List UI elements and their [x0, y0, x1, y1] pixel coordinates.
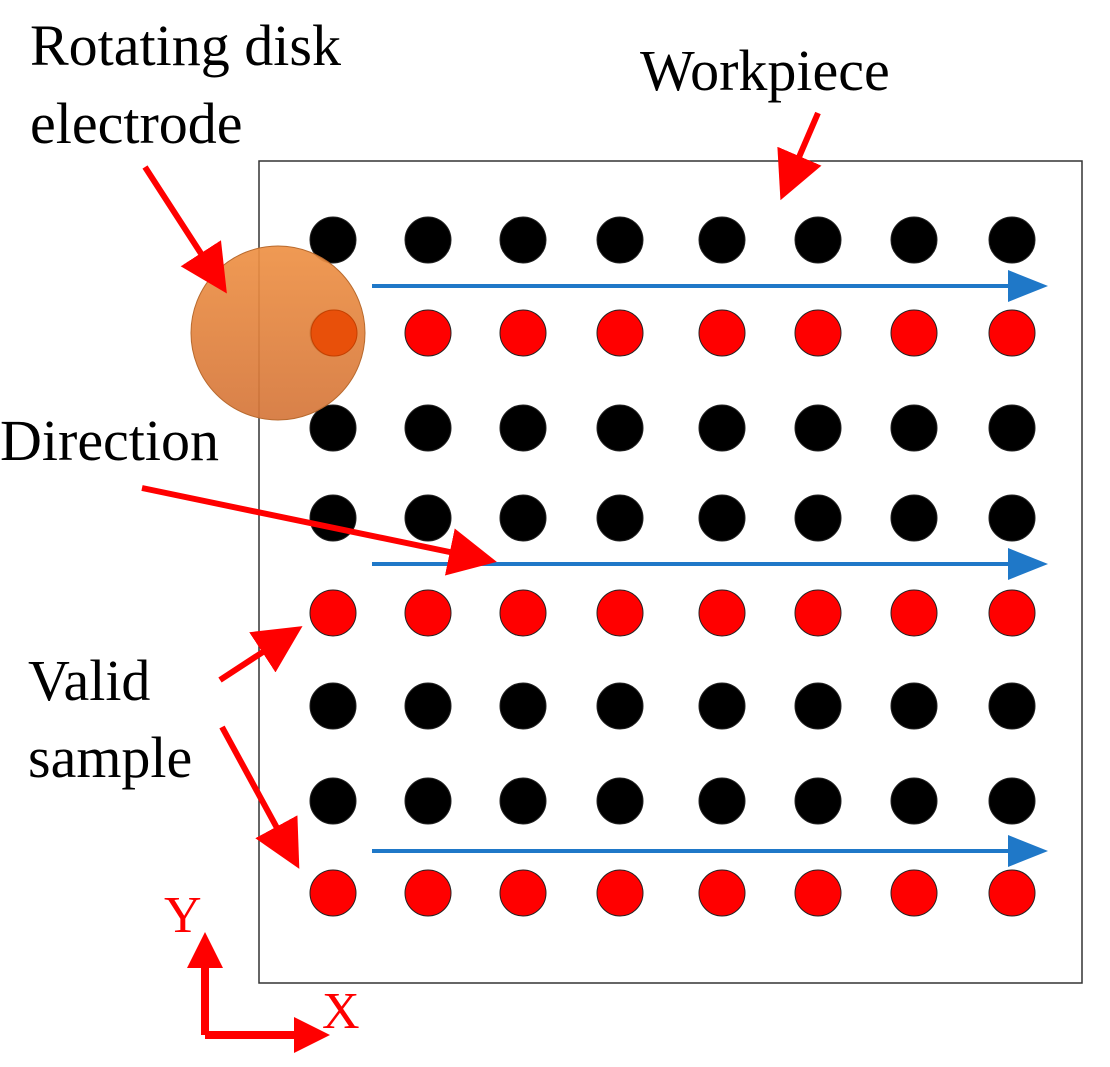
valid-sample-point-r2-c8 — [988, 309, 1036, 357]
sample-point-r4-c7 — [890, 494, 938, 542]
y-axis-arrowhead — [187, 932, 223, 968]
valid-sample-pointer-arrow-upper — [218, 626, 303, 683]
sample-point-r4-c8 — [988, 494, 1036, 542]
valid-sample-point-r8-c5 — [698, 869, 746, 917]
sample-point-r6-c6 — [794, 682, 842, 730]
valid-sample-point-r8-c8 — [988, 869, 1036, 917]
valid-sample-point-r5-c4 — [596, 589, 644, 637]
sample-point-r3-c3 — [499, 404, 547, 452]
valid-sample-point-r8-c3 — [499, 869, 547, 917]
valid-sample-point-r2-c5 — [698, 309, 746, 357]
electrode-contact-sample — [310, 309, 358, 357]
valid-sample-point-r8-c1 — [309, 869, 357, 917]
x-axis-arrowhead — [294, 1017, 330, 1053]
sample-point-r1-c1 — [309, 216, 357, 264]
sample-point-r7-c5 — [698, 777, 746, 825]
sample-point-r7-c7 — [890, 777, 938, 825]
valid-sample-point-r5-c6 — [794, 589, 842, 637]
axis-lines — [201, 960, 298, 1039]
sample-point-r1-c8 — [988, 216, 1036, 264]
sample-point-r1-c2 — [404, 216, 452, 264]
valid-sample-point-r8-c4 — [596, 869, 644, 917]
sample-point-r4-c3 — [499, 494, 547, 542]
sample-point-r3-c7 — [890, 404, 938, 452]
sample-point-r7-c6 — [794, 777, 842, 825]
sample-point-r1-c7 — [890, 216, 938, 264]
sample-point-r4-c4 — [596, 494, 644, 542]
valid-sample-point-r5-c1 — [309, 589, 357, 637]
valid-sample-point-r5-c3 — [499, 589, 547, 637]
sample-point-r6-c7 — [890, 682, 938, 730]
valid-sample-point-r2-c6 — [794, 309, 842, 357]
sample-point-r6-c2 — [404, 682, 452, 730]
valid-sample-point-r2-c2 — [404, 309, 452, 357]
electrode-label-line2: electrode — [30, 91, 243, 156]
pointer-arrows — [141, 111, 822, 869]
sample-point-r6-c4 — [596, 682, 644, 730]
sample-point-r3-c1 — [309, 404, 357, 452]
valid-sample-point-r5-c8 — [988, 589, 1036, 637]
sample-point-r3-c2 — [404, 404, 452, 452]
electrode-disk — [190, 245, 366, 421]
valid-sample-point-r8-c7 — [890, 869, 938, 917]
sample-grid — [309, 216, 1036, 917]
coordinate-axes: Y X — [164, 887, 360, 1053]
valid-sample-point-r8-c2 — [404, 869, 452, 917]
valid-sample-point-r2-c3 — [499, 309, 547, 357]
electrode-pointer-arrow — [142, 165, 227, 294]
sample-point-r3-c8 — [988, 404, 1036, 452]
valid-sample-point-r2-c4 — [596, 309, 644, 357]
sample-point-r6-c1 — [309, 682, 357, 730]
sample-point-r1-c3 — [499, 216, 547, 264]
workpiece-label: Workpiece — [640, 38, 890, 103]
valid-sample-point-r5-c5 — [698, 589, 746, 637]
sample-point-r3-c5 — [698, 404, 746, 452]
sample-point-r1-c4 — [596, 216, 644, 264]
sample-point-r6-c3 — [499, 682, 547, 730]
rotating-disk-electrode — [190, 245, 366, 421]
sample-point-r7-c4 — [596, 777, 644, 825]
sample-point-r7-c3 — [499, 777, 547, 825]
direction-arrows — [372, 270, 1048, 867]
direction-label: Direction — [0, 408, 219, 473]
x-axis-label: X — [322, 983, 360, 1040]
valid-sample-point-r2-c7 — [890, 309, 938, 357]
valid-sample-point-r5-c2 — [404, 589, 452, 637]
sample-point-r4-c6 — [794, 494, 842, 542]
workpiece-pointer-arrow — [777, 111, 822, 201]
y-axis-label: Y — [164, 887, 202, 944]
sample-point-r1-c5 — [698, 216, 746, 264]
sample-point-r1-c6 — [794, 216, 842, 264]
sample-point-r6-c8 — [988, 682, 1036, 730]
sample-point-r3-c6 — [794, 404, 842, 452]
sample-point-r4-c2 — [404, 494, 452, 542]
valid-sample-label-line1: Valid — [28, 648, 150, 713]
workpiece-outline — [258, 160, 1083, 984]
valid-sample-point-r5-c7 — [890, 589, 938, 637]
sample-point-r6-c5 — [698, 682, 746, 730]
valid-sample-pointer-arrow-lower — [219, 725, 300, 869]
sample-point-r7-c8 — [988, 777, 1036, 825]
electrode-label-line1: Rotating disk — [30, 13, 341, 78]
sample-point-r3-c4 — [596, 404, 644, 452]
valid-sample-point-r8-c6 — [794, 869, 842, 917]
sample-point-r7-c2 — [404, 777, 452, 825]
sample-point-r7-c1 — [309, 777, 357, 825]
direction-pointer-arrow — [141, 485, 497, 576]
sample-point-r4-c5 — [698, 494, 746, 542]
valid-sample-label-line2: sample — [28, 725, 192, 790]
